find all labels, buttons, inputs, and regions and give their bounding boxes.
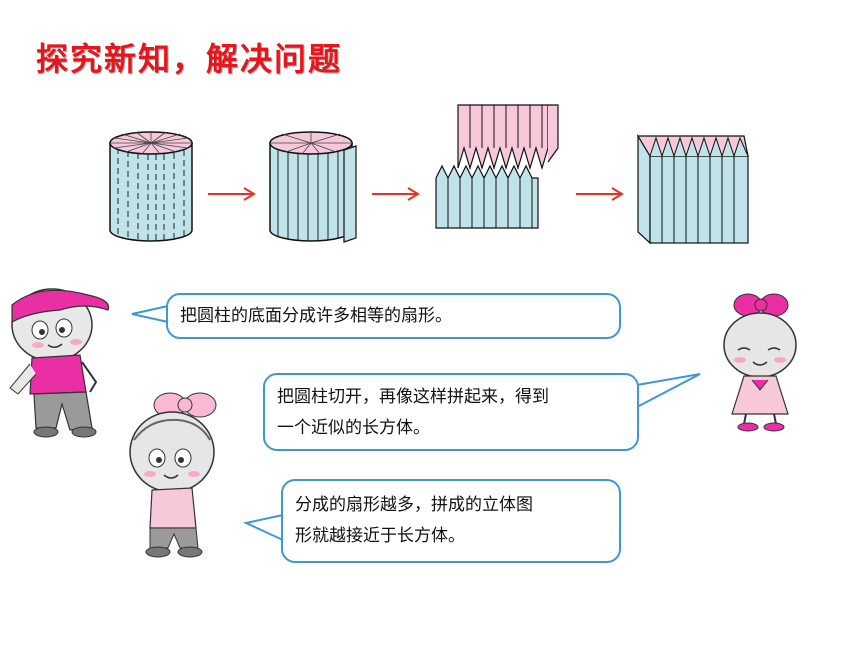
cylinder-icon xyxy=(109,131,193,242)
bubble-text: 分成的扇形越多，拼成的立体图 xyxy=(295,495,533,515)
bubble-text: 把圆柱的底面分成许多相等的扇形。 xyxy=(180,306,452,326)
bubble-tail xyxy=(131,305,169,323)
bubble-text: 把圆柱切开，再像这样拼起来，得到 xyxy=(277,387,549,407)
speech-bubble-1: 把圆柱的底面分成许多相等的扇形。 xyxy=(166,293,621,339)
girl-character xyxy=(723,293,797,432)
boy-character xyxy=(129,392,217,558)
arrow-right-icon xyxy=(576,187,624,201)
bubble-text: 一个近似的长方体。 xyxy=(277,418,430,438)
cut-cylinder-icon xyxy=(269,131,357,243)
page-title: 探究新知，解决问题 xyxy=(36,40,343,78)
speech-bubble-2: 把圆柱切开，再像这样拼起来，得到 一个近似的长方体。 xyxy=(263,373,639,451)
cylinder-transformation-diagram xyxy=(109,104,749,245)
bubble-tail xyxy=(242,514,284,541)
bubble-text: 形就越接近于长方体。 xyxy=(295,526,465,546)
arrow-right-icon xyxy=(372,187,420,201)
speech-bubble-3: 分成的扇形越多，拼成的立体图 形就越接近于长方体。 xyxy=(281,479,621,563)
bubble-tail xyxy=(636,373,701,408)
split-pieces-icon xyxy=(435,104,559,229)
cuboid-icon xyxy=(636,133,749,245)
arrow-right-icon xyxy=(208,187,256,201)
boy-character xyxy=(9,288,110,438)
